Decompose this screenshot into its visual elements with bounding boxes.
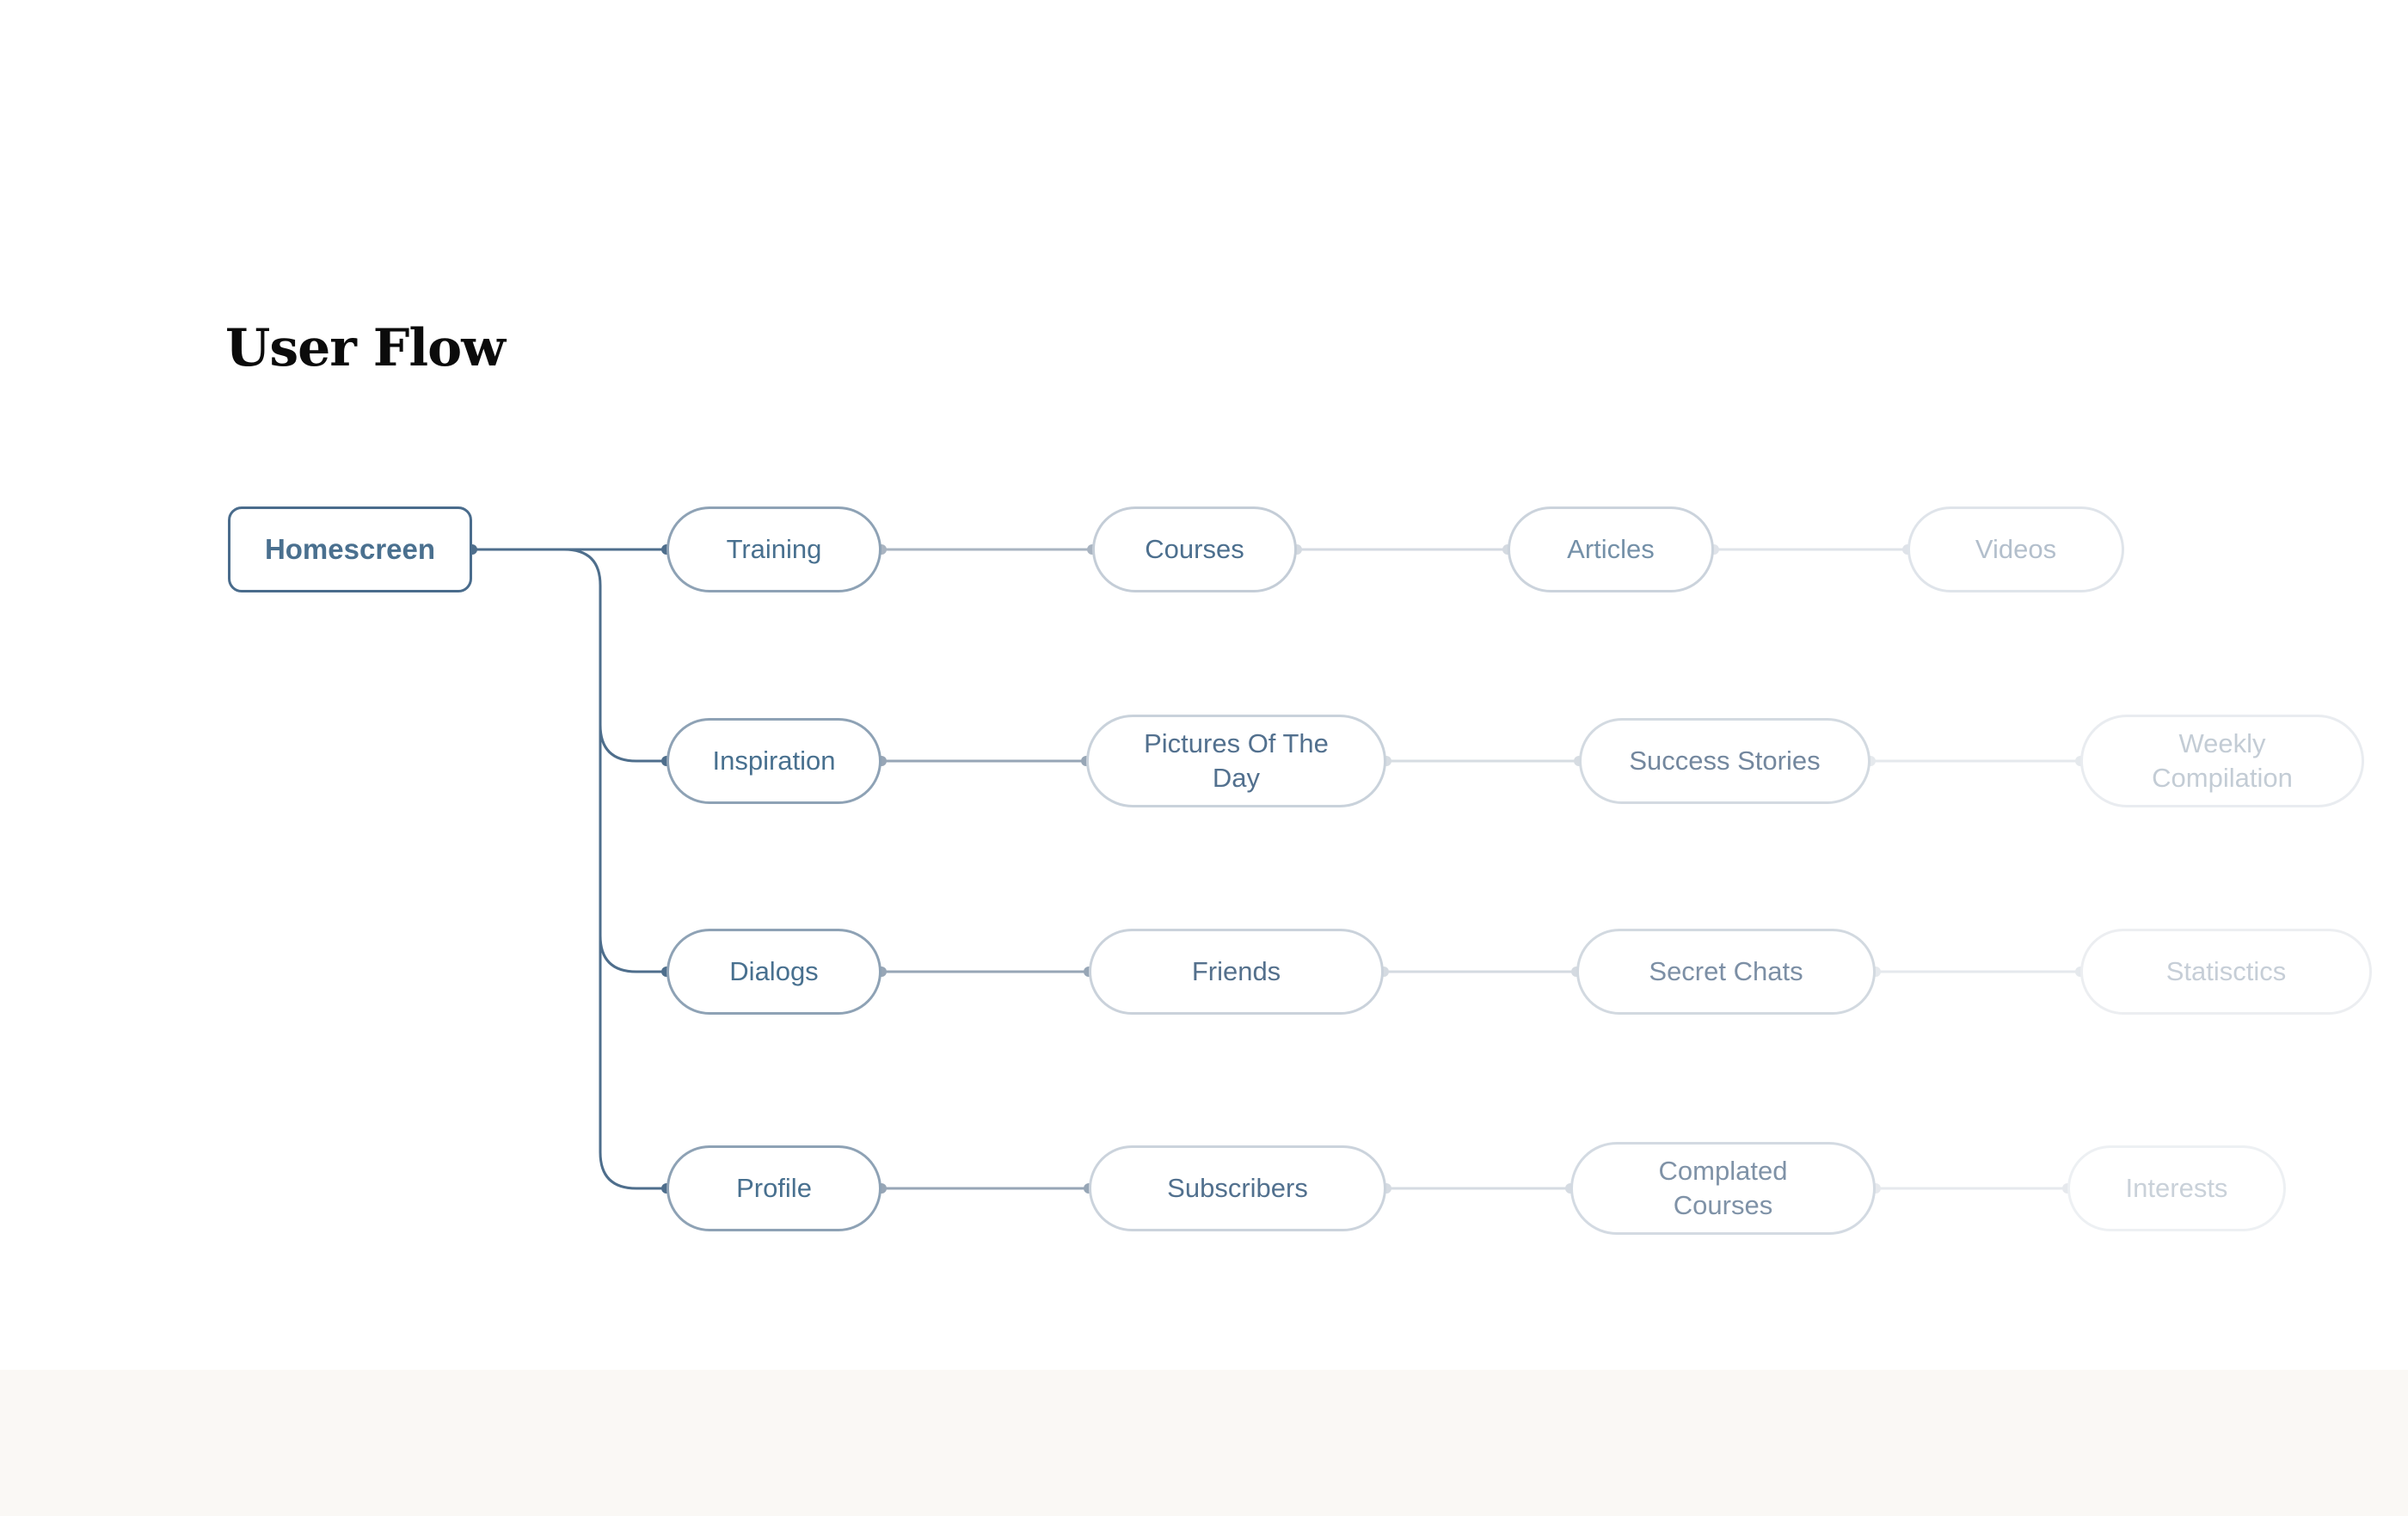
node-label: Friends [1191, 955, 1281, 986]
flow-node-weekly-compilation[interactable]: Weekly Compilation [2080, 715, 2364, 807]
flow-node-profile[interactable]: Profile [666, 1145, 882, 1231]
flow-node-homescreen[interactable]: Homescreen [228, 506, 472, 592]
node-label: Training [726, 533, 822, 564]
flow-node-videos[interactable]: Videos [1907, 506, 2124, 592]
node-label: Dialogs [729, 955, 819, 986]
flow-node-inspiration[interactable]: Inspiration [666, 718, 882, 804]
flow-node-articles[interactable]: Articles [1508, 506, 1714, 592]
flow-node-pictures-of-the-day[interactable]: Pictures Of The Day [1086, 715, 1386, 807]
flow-node-complated-courses[interactable]: Complated Courses [1570, 1142, 1876, 1235]
flow-node-subscribers[interactable]: Subscribers [1089, 1145, 1386, 1231]
bottom-band [0, 1370, 2408, 1516]
node-label: Weekly [2178, 727, 2266, 758]
node-label: Interests [2125, 1172, 2228, 1203]
flow-node-friends[interactable]: Friends [1089, 929, 1384, 1015]
flow-node-secret-chats[interactable]: Secret Chats [1576, 929, 1876, 1015]
node-label: Homescreen [264, 532, 436, 565]
node-label: Compilation [2152, 763, 2293, 793]
node-label: Success Stories [1629, 745, 1821, 776]
node-label: Day [1212, 763, 1261, 793]
branch-curve [599, 724, 666, 763]
node-label: Articles [1567, 533, 1655, 564]
node-label: Secret Chats [1649, 955, 1803, 986]
node-label: Pictures Of The [1144, 727, 1329, 758]
flow-node-dialogs[interactable]: Dialogs [666, 929, 882, 1015]
page-title: User Flow [225, 318, 506, 378]
flow-node-interests[interactable]: Interests [2067, 1145, 2286, 1231]
flow-node-training[interactable]: Training [666, 506, 882, 592]
branch-spine [563, 548, 666, 1190]
node-label: Statisctics [2165, 955, 2287, 986]
node-label: Videos [1975, 533, 2057, 564]
flow-node-courses[interactable]: Courses [1092, 506, 1297, 592]
flow-node-statisctics[interactable]: Statisctics [2080, 929, 2372, 1015]
node-label: Subscribers [1167, 1172, 1308, 1203]
branch-curve [599, 935, 666, 973]
node-label: Complated [1658, 1155, 1788, 1186]
node-label: Inspiration [712, 745, 836, 776]
node-label: Profile [736, 1172, 812, 1203]
node-label: Courses [1145, 533, 1244, 564]
node-label: Courses [1673, 1190, 1773, 1220]
flow-node-success-stories[interactable]: Success Stories [1579, 718, 1870, 804]
